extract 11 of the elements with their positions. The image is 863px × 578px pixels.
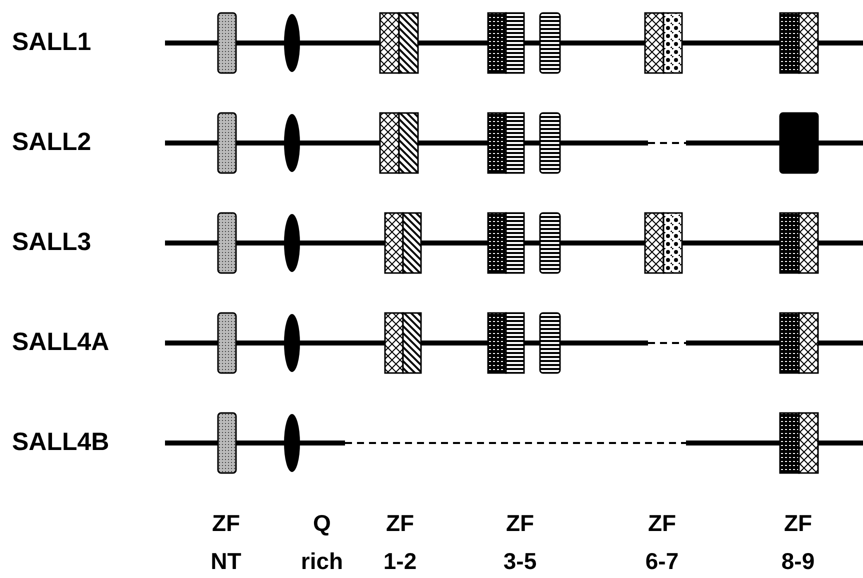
domain-label: ZF NT	[210, 509, 242, 576]
domain-label: ZF 3-5	[502, 509, 538, 576]
protein-name: SALL1	[12, 28, 92, 56]
domain-label: ZF 8-9	[780, 509, 816, 576]
protein-name: SALL3	[12, 228, 92, 256]
protein-name: SALL2	[12, 128, 92, 156]
protein-name: SALL4B	[12, 428, 110, 456]
domain-label: ZF 6-7	[644, 509, 680, 576]
domain-label: Q rich	[300, 509, 344, 576]
protein-name: SALL4A	[12, 328, 110, 356]
domain-label: ZF 1-2	[382, 509, 418, 576]
